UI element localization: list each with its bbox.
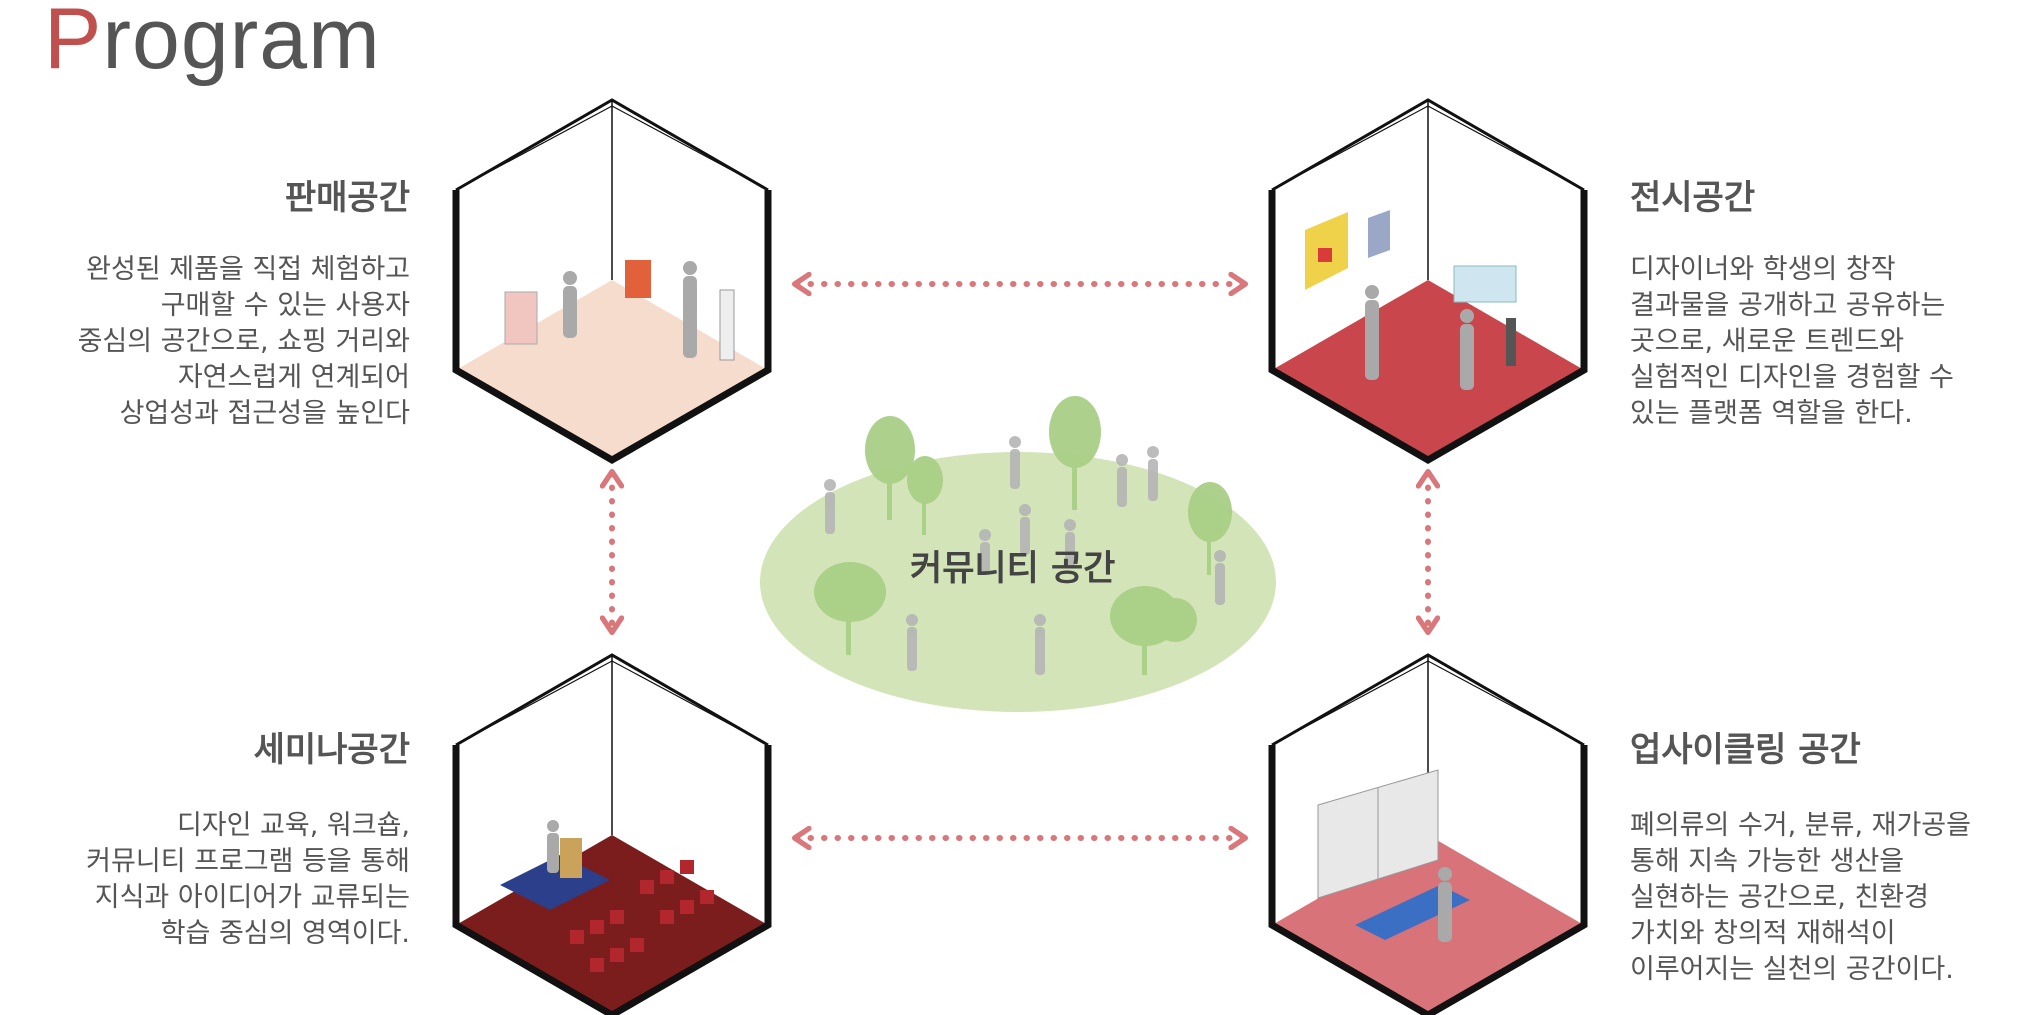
desc-exhibition-line: 실험적인 디자인을 경험할 수 xyxy=(1630,362,1954,393)
desc-exhibition-line: 있는 플랫폼 역할을 한다. xyxy=(1630,398,1913,429)
desc-sales-line: 중심의 공간으로, 쇼핑 거리와 xyxy=(77,326,410,357)
heading-exhibition: 전시공간 xyxy=(1630,178,1756,218)
connector-arrows xyxy=(612,284,1428,838)
desc-upcycling-line: 통해 지속 가능한 생산을 xyxy=(1630,846,1905,877)
desc-seminar-line: 지식과 아이디어가 교류되는 xyxy=(94,882,410,913)
room-exhibition xyxy=(1268,98,1588,465)
desc-upcycling-line: 이루어지는 실천의 공간이다. xyxy=(1630,954,1954,985)
desc-sales-line: 완성된 제품을 직접 체험하고 xyxy=(86,254,410,285)
desc-sales: 완성된 제품을 직접 체험하고 구매할 수 있는 사용자 중심의 공간으로, 쇼… xyxy=(20,252,410,432)
desc-upcycling-line: 가치와 창의적 재해석이 xyxy=(1630,918,1896,949)
desc-seminar-line: 디자인 교육, 워크숍, xyxy=(176,810,410,841)
desc-seminar: 디자인 교육, 워크숍, 커뮤니티 프로그램 등을 통해 지식과 아이디어가 교… xyxy=(20,808,410,952)
heading-upcycling: 업사이클링 공간 xyxy=(1630,730,1861,770)
desc-exhibition-line: 곳으로, 새로운 트렌드와 xyxy=(1630,326,1905,357)
heading-seminar: 세미나공간 xyxy=(253,730,410,770)
room-sales xyxy=(452,98,772,465)
people-icons xyxy=(824,436,1226,675)
desc-upcycling-line: 폐의류의 수거, 분류, 재가공을 xyxy=(1630,810,1971,841)
desc-sales-line: 자연스럽게 연계되어 xyxy=(177,362,410,393)
desc-exhibition-line: 디자이너와 학생의 창작 xyxy=(1630,254,1896,285)
desc-upcycling-line: 실현하는 공간으로, 친환경 xyxy=(1630,882,1929,913)
desc-sales-line: 구매할 수 있는 사용자 xyxy=(160,290,410,321)
community-space-label: 커뮤니티 공간 xyxy=(910,549,1116,589)
community-space xyxy=(760,396,1276,712)
room-upcycling xyxy=(1268,653,1588,1015)
page-title: Program xyxy=(44,0,381,89)
desc-exhibition-line: 결과물을 공개하고 공유하는 xyxy=(1630,290,1946,321)
desc-sales-line: 상업성과 접근성을 높인다 xyxy=(119,398,410,429)
title-first-letter: P xyxy=(44,0,103,87)
heading-sales: 판매공간 xyxy=(284,178,410,218)
desc-seminar-line: 커뮤니티 프로그램 등을 통해 xyxy=(86,846,410,877)
tree-icons xyxy=(814,396,1232,675)
desc-exhibition: 디자이너와 학생의 창작 결과물을 공개하고 공유하는 곳으로, 새로운 트렌드… xyxy=(1630,252,1954,432)
desc-upcycling: 폐의류의 수거, 분류, 재가공을 통해 지속 가능한 생산을 실현하는 공간으… xyxy=(1630,808,1971,988)
room-seminar xyxy=(452,653,772,1015)
title-rest: rogram xyxy=(102,0,381,87)
desc-seminar-line: 학습 중심의 영역이다. xyxy=(160,918,410,949)
